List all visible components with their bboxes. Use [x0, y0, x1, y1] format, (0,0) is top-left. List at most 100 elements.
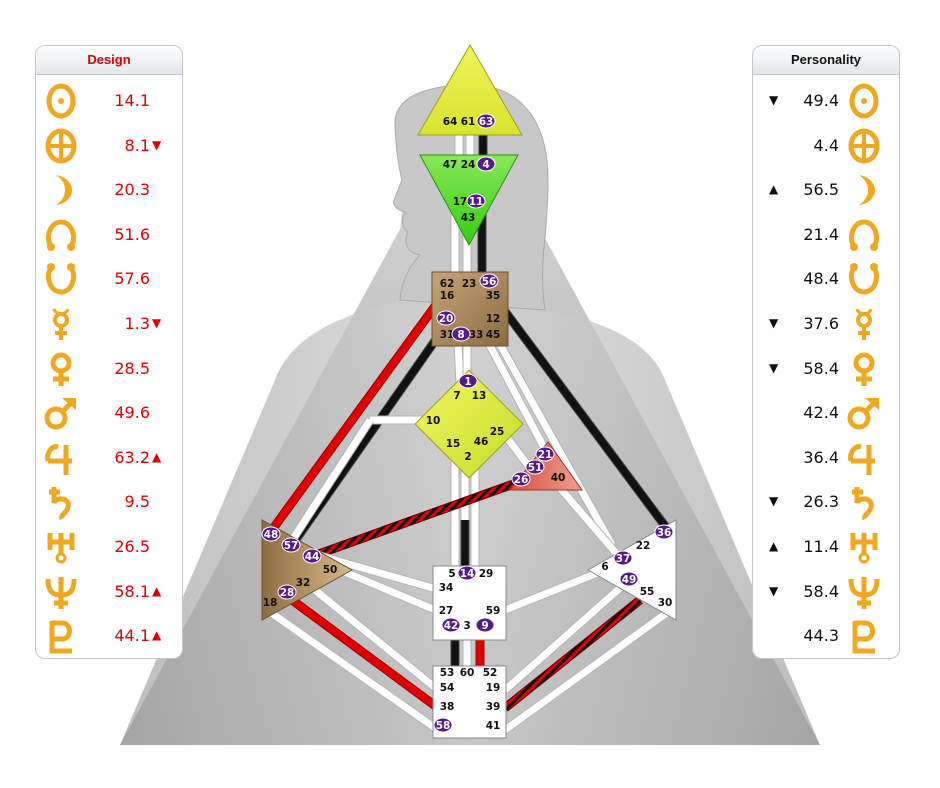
gate-number: 11	[469, 196, 484, 208]
earth-icon	[42, 127, 80, 165]
design-arrow: ▼	[152, 315, 162, 330]
personality-value: 56.5	[803, 180, 839, 200]
personality-row: 21.4	[753, 214, 899, 259]
personality-row: 58.4▼	[753, 571, 899, 616]
gate-number: 34	[439, 582, 454, 594]
gate-highlight	[281, 537, 301, 553]
gate-highlight	[476, 113, 496, 129]
gate-number: 40	[551, 472, 566, 484]
gate-number: 32	[296, 577, 311, 589]
g-center	[414, 369, 524, 479]
gate-highlight	[476, 156, 496, 172]
gate-number: 24	[461, 159, 476, 171]
gate-number: 37	[616, 553, 631, 565]
gate-number: 48	[264, 529, 279, 541]
gate-number: 36	[657, 527, 672, 539]
venus-icon	[42, 350, 80, 388]
personality-arrow: ▼	[769, 494, 779, 509]
personality-value: 58.4	[803, 358, 839, 378]
moon-icon	[845, 171, 883, 209]
gate-number: 4	[482, 159, 489, 171]
design-row: 20.3	[36, 169, 182, 214]
gate-number: 64	[443, 116, 458, 128]
design-value: 8.1	[124, 135, 150, 155]
gate-number: 18	[263, 597, 278, 609]
personality-row: 11.4▲	[753, 526, 899, 571]
design-value: 9.5	[124, 492, 150, 512]
gate-highlight	[613, 550, 633, 566]
gate-highlight	[302, 548, 322, 564]
jupiter-icon	[845, 439, 883, 477]
design-value: 44.1	[114, 626, 150, 646]
gate-highlight	[277, 584, 297, 600]
personality-value: 49.4	[803, 91, 839, 110]
gate-number: 6	[601, 561, 608, 573]
gate-number: 46	[474, 436, 489, 448]
gate-number: 51	[528, 462, 543, 474]
personality-arrow: ▼	[769, 93, 779, 107]
gate-highlight	[451, 326, 471, 342]
design-row: 63.2▲	[36, 437, 182, 482]
earth-icon	[845, 127, 883, 165]
gate-number: 35	[486, 290, 501, 302]
channel	[300, 474, 532, 564]
channel	[495, 299, 671, 533]
channel	[502, 609, 671, 733]
design-arrow: ▲	[152, 583, 162, 598]
design-value: 57.6	[114, 269, 150, 289]
design-title: Design	[36, 46, 182, 75]
gate-number: 14	[460, 568, 475, 580]
gate-number: 43	[461, 212, 476, 224]
mercury-icon	[845, 305, 883, 343]
gate-number: 8	[457, 329, 464, 341]
gate-number: 20	[439, 313, 454, 325]
personality-value: 42.4	[803, 403, 839, 423]
gate-number: 13	[472, 390, 487, 402]
gate-highlight	[441, 617, 461, 633]
gate-highlight	[475, 617, 495, 633]
gate-number: 44	[305, 551, 320, 563]
personality-row: 42.4	[753, 392, 899, 437]
gate-number: 30	[658, 597, 673, 609]
pluto-icon	[42, 617, 80, 655]
gate-number: 12	[486, 313, 501, 325]
channel	[502, 585, 623, 693]
design-row: 58.1▲	[36, 571, 182, 616]
gate-number: 54	[440, 682, 455, 694]
gate-number: 59	[486, 605, 501, 617]
gate-number: 22	[636, 540, 651, 552]
design-row: 14.1	[36, 80, 182, 125]
gate-number: 57	[284, 540, 299, 552]
channel	[488, 328, 616, 547]
gate-highlight	[457, 565, 477, 581]
neptune-icon	[42, 573, 80, 611]
gate-number: 15	[446, 438, 461, 450]
gate-number: 42	[444, 620, 459, 632]
channel	[503, 566, 607, 614]
gate-number: 53	[440, 667, 455, 679]
neptune-icon	[845, 573, 883, 611]
moon-icon	[42, 171, 80, 209]
channel	[307, 583, 441, 693]
gate-highlight	[466, 193, 486, 209]
gate-number: 49	[622, 574, 637, 586]
uranus-icon	[845, 528, 883, 566]
design-row: 26.5	[36, 526, 182, 571]
channel	[289, 597, 441, 711]
mercury-icon	[42, 305, 80, 343]
gate-number: 27	[439, 605, 454, 617]
design-arrow: ▲	[152, 449, 162, 464]
gate-highlight	[261, 526, 281, 542]
design-value: 28.5	[114, 358, 150, 378]
personality-arrow: ▲	[769, 538, 779, 553]
jupiter-icon	[42, 439, 80, 477]
personality-value: 21.4	[803, 224, 839, 244]
design-row: 1.3▼	[36, 303, 182, 348]
saturn-icon	[845, 483, 883, 521]
personality-value: 4.4	[813, 135, 839, 155]
gate-number: 38	[440, 701, 455, 713]
gate-number: 21	[538, 449, 553, 461]
